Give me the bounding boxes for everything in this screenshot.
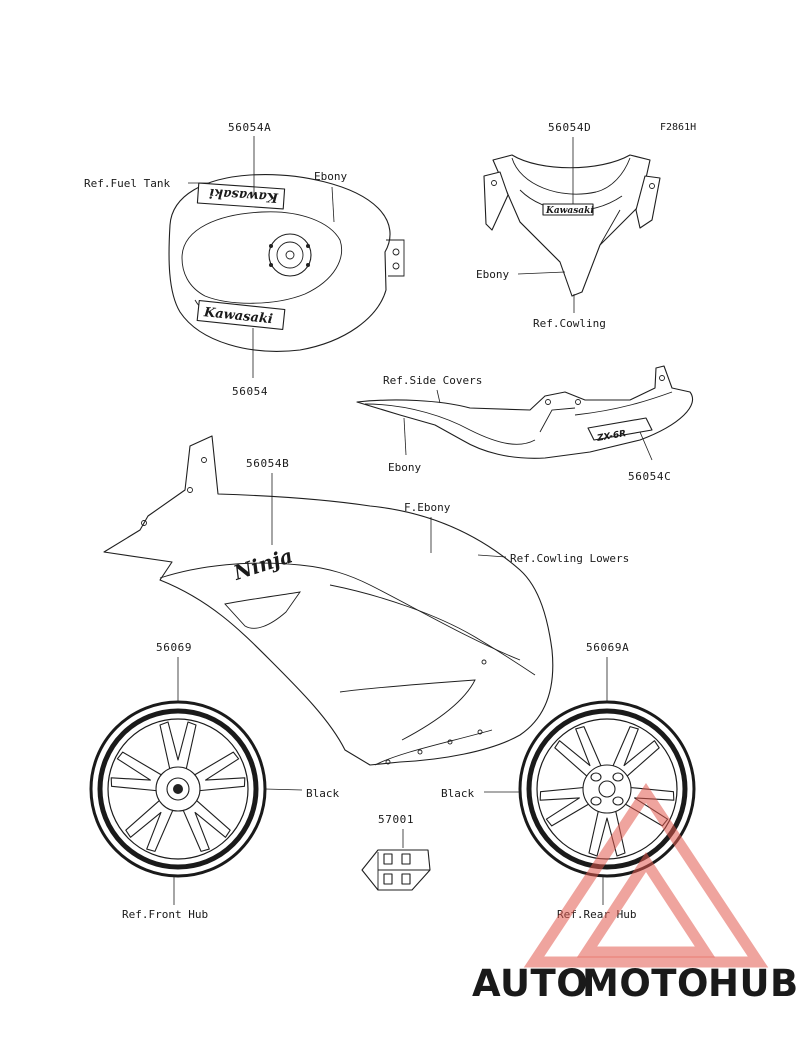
label-ref-cowling: Ref.Cowling (533, 317, 606, 330)
lower-cowling-illustration: Ninja (103, 435, 554, 766)
label-ebony-tank: Ebony (314, 170, 347, 183)
upper-cowling-illustration: Kawasaki (483, 154, 661, 297)
label-f-ebony: F.Ebony (404, 501, 451, 514)
part-56054: 56054 (232, 385, 268, 398)
watermark-moto: MOTO (582, 962, 709, 1005)
part-56069: 56069 (156, 641, 192, 654)
watermark-auto: AUTO (472, 962, 588, 1005)
tank-side-logo: Kawasaki (202, 305, 273, 327)
label-ebony-cowling: Ebony (476, 268, 509, 281)
part-56069A: 56069A (586, 641, 629, 654)
rear-wheel-illustration (518, 700, 696, 878)
label-ref-front-hub: Ref.Front Hub (122, 908, 208, 921)
figure-id: F2861H (660, 122, 696, 133)
label-black-front: Black (306, 787, 339, 800)
part-57001: 57001 (378, 813, 414, 826)
part-56054A: 56054A (228, 121, 271, 134)
label-ebony-side: Ebony (388, 461, 421, 474)
watermark-hub: HUB (708, 962, 799, 1005)
cowling-logo: Kawasaki (545, 206, 594, 216)
part-56054D: 56054D (548, 121, 591, 134)
fuel-tank-illustration: Kawasaki Kawasaki (168, 174, 405, 352)
clip-illustration (361, 849, 431, 891)
warning-triangle-icon (523, 783, 769, 968)
tank-top-logo: Kawasaki (209, 185, 280, 205)
part-56054C: 56054C (628, 470, 671, 483)
watermark-logo: AUTO MOTO HUB (472, 783, 799, 1005)
label-black-rear: Black (441, 787, 474, 800)
side-cover-illustration: ZX-6R (356, 365, 694, 459)
front-wheel-illustration (89, 700, 267, 878)
part-56054B: 56054B (246, 457, 289, 470)
label-ref-side-covers: Ref.Side Covers (383, 374, 482, 387)
label-ref-cowling-lowers: Ref.Cowling Lowers (510, 552, 629, 565)
label-ref-fuel-tank: Ref.Fuel Tank (84, 177, 170, 190)
